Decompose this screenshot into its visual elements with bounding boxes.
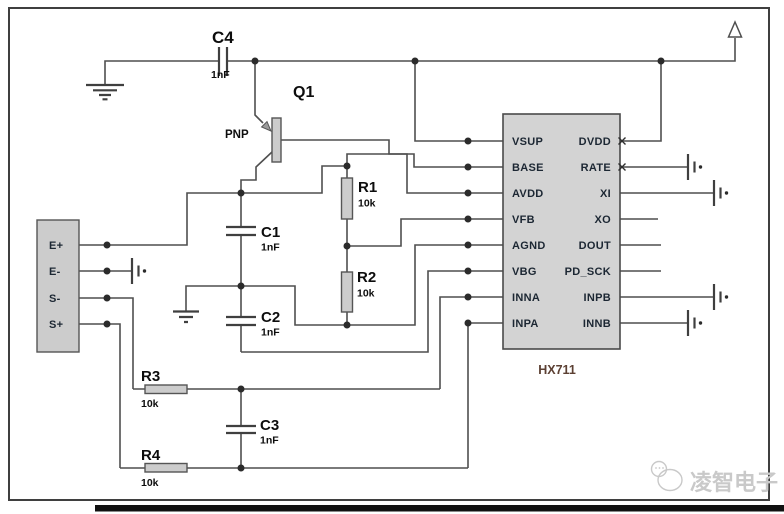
connector-pin-e-plus: E+ [49, 240, 63, 252]
value-r3: 10k [141, 398, 159, 410]
value-r1: 10k [358, 198, 376, 210]
wires [79, 38, 736, 469]
ground-icon-xi [712, 180, 729, 206]
ic-name-label: HX711 [538, 363, 576, 377]
pin-avdd: AVDD [512, 188, 544, 200]
value-c4: 1nF [211, 69, 230, 81]
connector-pin-e-minus: E- [49, 266, 61, 278]
ground-icon-inpb [712, 284, 729, 310]
capacitor-c1 [226, 225, 256, 237]
pin-dout: DOUT [579, 240, 611, 252]
label-c2: C2 [261, 309, 280, 326]
pin-agnd: AGND [512, 240, 546, 252]
label-c3: C3 [260, 417, 279, 434]
pin-vbg: VBG [512, 266, 537, 278]
watermark-logo-icon [650, 460, 668, 478]
connector-pin-s-plus: S+ [49, 319, 63, 331]
capacitor-c3 [226, 424, 256, 435]
emitter-arrow-icon [260, 120, 272, 132]
junction-dots [103, 57, 665, 472]
value-r4: 10k [141, 477, 159, 489]
label-r2: R2 [357, 269, 376, 286]
ic-right-pin-labels: DVDD RATE XI XO DOUT PD_SCK INPB INNB [565, 136, 612, 330]
label-r1: R1 [358, 179, 377, 196]
watermark-text: 凌智电子 [690, 470, 778, 495]
label-q1: Q1 [293, 84, 314, 101]
pin-rate: RATE [581, 162, 611, 174]
pin-dvdd: DVDD [579, 136, 611, 148]
label-r3: R3 [141, 368, 160, 385]
pin-xi: XI [600, 188, 611, 200]
value-r2: 10k [357, 288, 375, 300]
ground-icon-rate [686, 154, 703, 180]
value-c1: 1nF [261, 242, 280, 254]
schematic-frame [8, 7, 770, 501]
resistor-r4 [144, 462, 188, 473]
ground-icon-innb [686, 310, 703, 336]
transistor-q1 [260, 117, 282, 163]
ground-icon-topleft [86, 83, 124, 101]
ground-icon-e-minus [130, 258, 147, 284]
pin-base: BASE [512, 162, 544, 174]
capacitor-c4 [217, 47, 229, 76]
ic-hx711-body [502, 113, 621, 350]
capacitor-c2 [226, 315, 256, 327]
resistor-r1 [340, 177, 354, 220]
pin-inna: INNA [512, 292, 540, 304]
pin-vsup: VSUP [512, 136, 543, 148]
ic-left-pin-labels: VSUP BASE AVDD VFB AGND VBG INNA INPA [512, 136, 546, 330]
no-connect-x-icons [618, 137, 626, 171]
watermark: 凌智电子 [650, 460, 778, 495]
pin-xo: XO [595, 214, 612, 226]
pin-innb: INNB [583, 318, 611, 330]
value-c2: 1nF [261, 327, 280, 339]
label-c4: C4 [212, 28, 234, 47]
loadcell-connector [36, 219, 80, 353]
pin-inpa: INPA [512, 318, 539, 330]
label-r4: R4 [141, 447, 161, 464]
page-bottom-rule [95, 505, 784, 512]
pin-vfb: VFB [512, 214, 535, 226]
resistor-r3 [144, 384, 188, 395]
supply-arrow-icon [727, 20, 743, 38]
ground-icon-middle [173, 310, 199, 324]
label-c1: C1 [261, 224, 280, 241]
value-c3: 1nF [260, 435, 279, 447]
pin-pd-sck: PD_SCK [565, 266, 611, 278]
label-pnp: PNP [225, 129, 249, 141]
resistor-r2 [340, 271, 354, 313]
pin-inpb: INPB [584, 292, 611, 304]
connector-pin-s-minus: S- [49, 293, 61, 305]
